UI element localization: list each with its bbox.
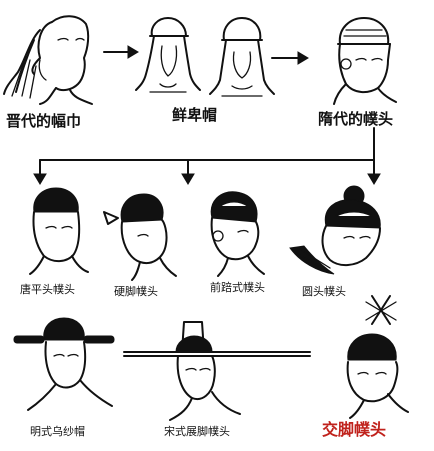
jin-headscarf-figure [3, 15, 93, 105]
sui-futou-figure [333, 17, 397, 105]
label-song-extended-futou: 宋式展脚幞头 [164, 425, 230, 438]
crossed-foot-futou-figure [346, 295, 409, 419]
round-top-futou-figure [289, 185, 381, 275]
label-crossed-foot-futou: 交脚幞头 [322, 420, 387, 439]
label-round-top-futou: 圆头幞头 [302, 285, 346, 298]
ming-wusha-hat-figure [13, 317, 115, 411]
label-xianbei-hat: 鲜卑帽 [172, 106, 218, 124]
label-tang-flat-futou: 唐平头幞头 [20, 283, 75, 296]
xianbei-hat-figure [135, 17, 275, 97]
label-jin-headscarf: 晋代的幅巾 [6, 112, 82, 130]
arrow-1 [103, 45, 139, 59]
label-hard-foot-futou: 硬脚幞头 [114, 285, 158, 298]
tang-flat-futou-figure [29, 187, 89, 275]
arrow-2 [271, 51, 309, 65]
song-extended-futou-figure [123, 321, 311, 421]
branch-connector [33, 127, 381, 185]
hard-foot-futou-figure [103, 193, 177, 281]
label-forward-tilt-futou: 前踣式幞头 [210, 281, 265, 294]
forward-tilt-futou-figure [210, 191, 265, 277]
label-ming-wusha-hat: 明式乌纱帽 [30, 425, 85, 438]
label-sui-futou: 隋代的幞头 [318, 110, 394, 128]
